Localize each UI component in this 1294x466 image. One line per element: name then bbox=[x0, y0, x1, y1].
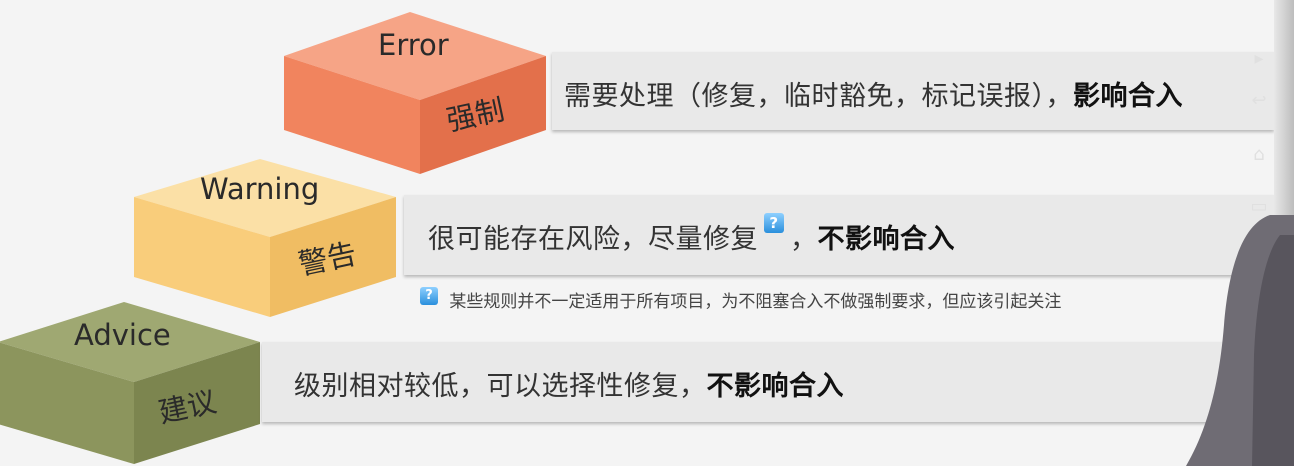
help-icon[interactable]: ? bbox=[764, 213, 784, 233]
warning-description: 很可能存在风险，尽量修复? ，不影响合入 bbox=[428, 213, 955, 256]
advice-description: 级别相对较低，可以选择性修复，不影响合入 bbox=[294, 364, 844, 403]
advice-merge-impact: 不影响合入 bbox=[706, 371, 844, 402]
advice-cube bbox=[0, 302, 260, 464]
warning-cube-front bbox=[134, 197, 270, 317]
advice-description-bar: 级别相对较低，可以选择性修复，不影响合入 bbox=[262, 342, 1274, 422]
error-description: 需要处理（修复，临时豁免，标记误报），影响合入 bbox=[564, 74, 1183, 113]
error-description-bar: 需要处理（修复，临时豁免，标记误报），影响合入 bbox=[552, 52, 1274, 130]
warning-label: Warning bbox=[200, 172, 320, 206]
warning-comma: ， bbox=[790, 224, 818, 255]
presenter-silhouette bbox=[1186, 215, 1294, 466]
footnote-text: 某些规则并不一定适用于所有项目，为不阻塞合入不做强制要求，但应该引起关注 bbox=[449, 292, 1062, 312]
warning-cube bbox=[134, 159, 396, 317]
advice-cube-top bbox=[0, 302, 260, 382]
warning-cube-side bbox=[270, 197, 396, 317]
advice-cube-side bbox=[134, 342, 260, 464]
footnote-help-icon: ? bbox=[420, 287, 438, 305]
error-cube bbox=[284, 12, 546, 174]
next-icon[interactable]: ▸ bbox=[1254, 48, 1264, 69]
warning-cube-top bbox=[134, 159, 396, 237]
home-icon[interactable]: ⌂ bbox=[1253, 144, 1265, 165]
error-label: Error bbox=[378, 28, 449, 62]
warning-merge-impact: 不影响合入 bbox=[817, 224, 955, 255]
back-icon[interactable]: ↩ bbox=[1251, 90, 1267, 111]
error-cube-side bbox=[420, 56, 546, 174]
error-cube-top bbox=[284, 12, 546, 100]
warning-description-bar: 很可能存在风险，尽量修复? ，不影响合入 bbox=[404, 195, 1274, 275]
error-merge-impact: 影响合入 bbox=[1073, 81, 1183, 112]
advice-label: Advice bbox=[74, 318, 171, 352]
warning-description-text: 很可能存在风险，尽量修复 bbox=[428, 224, 758, 255]
screen-icon[interactable]: ▭ bbox=[1250, 196, 1268, 217]
warning-footnote: ? 某些规则并不一定适用于所有项目，为不阻塞合入不做强制要求，但应该引起关注 bbox=[420, 287, 1240, 312]
error-description-text: 需要处理（修复，临时豁免，标记误报）， bbox=[564, 81, 1073, 112]
error-cube-front bbox=[284, 56, 420, 174]
advice-cube-front bbox=[0, 342, 134, 464]
advice-description-text: 级别相对较低，可以选择性修复， bbox=[294, 371, 707, 402]
